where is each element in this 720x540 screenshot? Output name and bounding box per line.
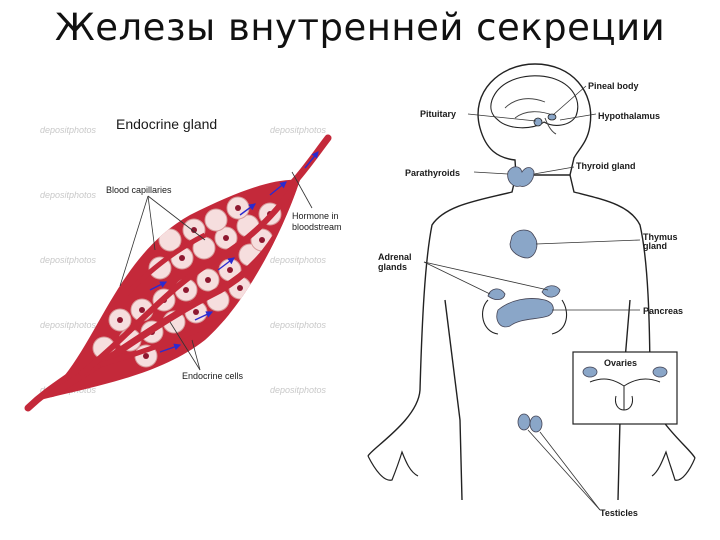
human-body-diagram: Pineal body Pituitary Hypothalamus Parat…	[368, 64, 695, 518]
pineal-body-gland	[548, 114, 556, 120]
hypothalamus-label: Hypothalamus	[598, 111, 660, 121]
thymus-gland	[510, 230, 537, 258]
watermark: depositphotos	[270, 125, 327, 135]
parathyroids-label: Parathyroids	[405, 168, 460, 178]
pituitary-gland	[534, 118, 542, 126]
watermark: depositphotos	[40, 125, 97, 135]
watermark: depositphotos	[270, 385, 327, 395]
adrenal-label-line1: Adrenal	[378, 252, 412, 262]
thyroid-gland	[508, 167, 534, 187]
thyroid-gland-label: Thyroid gland	[576, 161, 636, 171]
hormone-label-line2: bloodstream	[292, 222, 342, 232]
watermark: depositphotos	[40, 255, 97, 265]
ovary-right	[653, 367, 667, 377]
watermark: depositphotos	[270, 255, 327, 265]
right-hand	[652, 452, 695, 480]
endocrine-cells-label: Endocrine cells	[182, 371, 244, 381]
testicle-left	[518, 414, 530, 430]
pancreas-label: Pancreas	[643, 306, 683, 316]
hormone-label-line1: Hormone in	[292, 211, 339, 221]
adrenal-label-line2: glands	[378, 262, 407, 272]
blood-capillaries-label: Blood capillaries	[106, 185, 172, 195]
testicles-label: Testicles	[600, 508, 638, 518]
watermark: depositphotos	[40, 190, 97, 200]
pituitary-label: Pituitary	[420, 109, 456, 119]
thymus-label-line2: gland	[643, 241, 667, 251]
endocrine-gland-diagram: depositphotos depositphotos depositphoto…	[28, 116, 342, 408]
left-hand	[368, 452, 418, 480]
ovary-left	[583, 367, 597, 377]
watermark: depositphotos	[270, 320, 327, 330]
watermark: depositphotos	[40, 320, 97, 330]
pancreas-gland	[497, 298, 554, 326]
testicle-right	[530, 416, 542, 432]
pineal-body-label: Pineal body	[588, 81, 639, 91]
adrenal-glands	[488, 286, 560, 300]
endocrine-gland-title: Endocrine gland	[116, 116, 217, 132]
ovaries-label: Ovaries	[604, 358, 637, 368]
